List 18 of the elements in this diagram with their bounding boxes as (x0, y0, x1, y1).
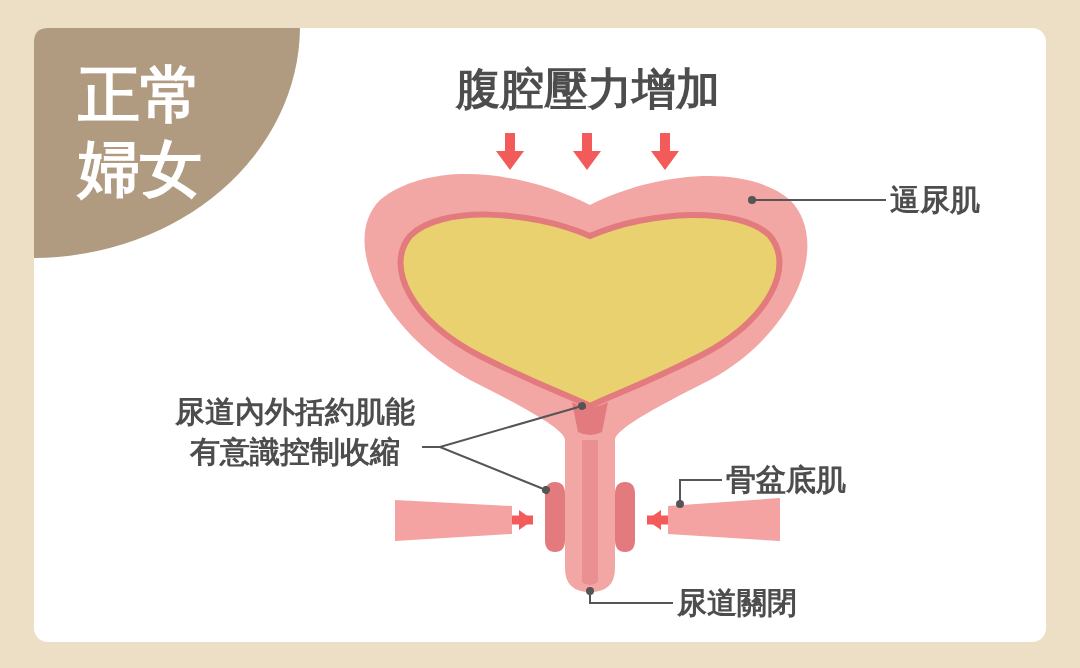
pelvic-floor-muscle (668, 498, 780, 541)
heading-label: 腹腔壓力增加 (454, 62, 721, 116)
pelvic-floor-muscle (395, 500, 512, 541)
urethra-drawing (565, 440, 615, 592)
leader-line (676, 479, 723, 508)
title: 正常婦女 (78, 58, 203, 206)
external-sphincter (545, 482, 565, 552)
part-label: 尿道關閉 (677, 583, 817, 623)
internal-sphincter (572, 402, 608, 435)
arrow (647, 510, 668, 530)
leader-line (586, 587, 674, 604)
arrow (512, 510, 533, 530)
part-label: 逼尿肌 (890, 180, 1020, 220)
part-label: 尿道內外括約肌能有意識控制收縮 (170, 392, 420, 472)
leader-line (421, 446, 550, 494)
external-sphincter (615, 482, 635, 552)
part-label: 骨盆底肌 (726, 460, 866, 500)
leader-line (748, 196, 887, 204)
